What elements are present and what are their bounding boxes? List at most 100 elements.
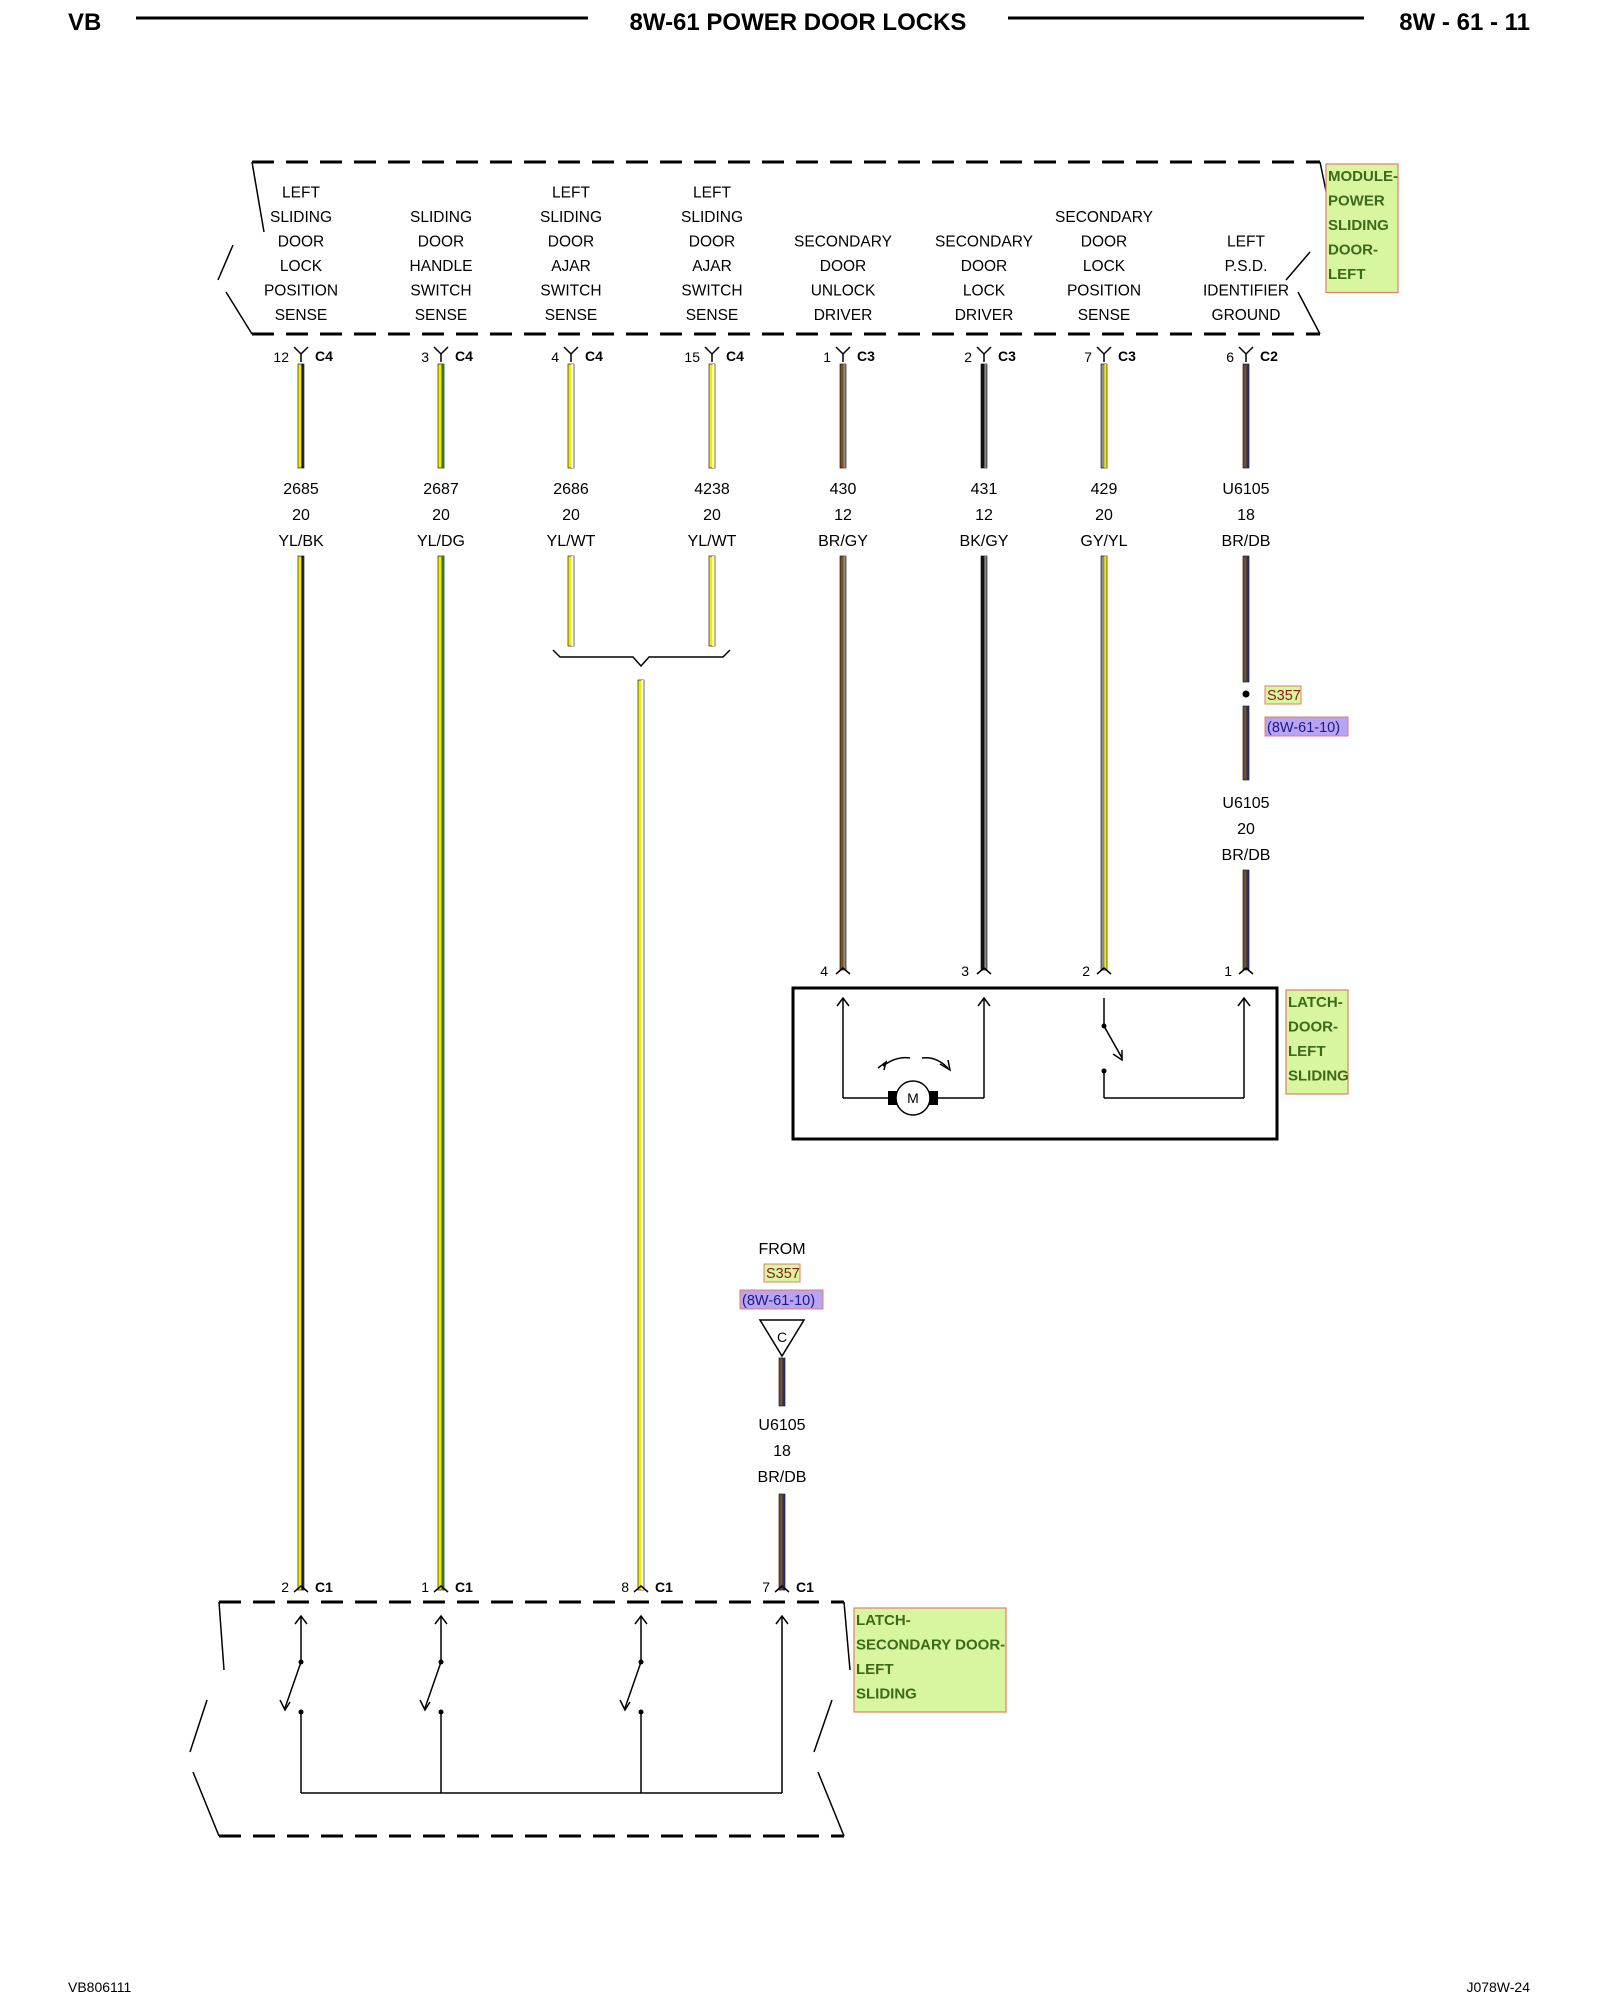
module-label-text: DOOR xyxy=(548,234,595,251)
module-pin-number: 1 xyxy=(823,349,831,365)
wire-segment xyxy=(980,555,988,971)
wire-color: YL/WT xyxy=(688,533,737,550)
motor-label: M xyxy=(907,1090,919,1106)
latch-pin-3: 3 xyxy=(961,963,969,979)
secondary-latch-switches xyxy=(279,1614,789,1794)
module-label-text: P.S.D. xyxy=(1225,258,1268,275)
module-pin-number: 15 xyxy=(684,349,700,365)
latch-secondary-door-box xyxy=(189,1600,851,1838)
latch-door-left-sliding: 4 3 2 1 M xyxy=(791,963,1279,1141)
wire-labels: 268520YL/BK268720YL/DG268620YL/WT423820Y… xyxy=(278,481,1270,550)
module-label-text: LOCK xyxy=(280,258,323,275)
module-label-text: LOCK xyxy=(963,283,1006,300)
from-connector-label: C xyxy=(777,1329,787,1345)
wire-segment xyxy=(1242,705,1250,781)
motor-icon xyxy=(895,1080,931,1116)
secondary-latch-name-line: SECONDARY DOOR- xyxy=(856,1637,1005,1654)
module-label-text: SENSE xyxy=(1078,307,1131,324)
secondary-pin-number: 2 xyxy=(281,1579,289,1595)
wire-color: YL/BK xyxy=(278,533,324,550)
module-connector-id: C4 xyxy=(585,348,603,364)
module-label-text: GROUND xyxy=(1212,307,1281,324)
wire-segment xyxy=(1100,363,1108,469)
wire-segment xyxy=(437,363,445,469)
module-label-text: POSITION xyxy=(264,283,338,300)
from-wire-gauge: 18 xyxy=(773,1443,791,1460)
module-label-text: DOOR xyxy=(418,234,465,251)
module-connector-id: C4 xyxy=(315,348,333,364)
wire-segment xyxy=(778,1357,786,1407)
wire-gauge: 20 xyxy=(703,507,721,524)
secondary-connector-id: C1 xyxy=(455,1579,473,1595)
module-label-text: DOOR xyxy=(820,258,867,275)
wire-segment xyxy=(567,555,575,647)
module-label-text: LOCK xyxy=(1083,258,1126,275)
wire-segment xyxy=(1100,555,1108,971)
wire-segment xyxy=(567,363,575,469)
module-pin-number: 2 xyxy=(964,349,972,365)
module-label-text: SECONDARY xyxy=(1055,209,1153,226)
secondary-pin-number: 1 xyxy=(421,1579,429,1595)
wire-segment xyxy=(1242,555,1250,683)
wire-segment xyxy=(1242,363,1250,469)
page-header: VB 8W-61 POWER DOOR LOCKS 8W - 61 - 11 xyxy=(68,9,1530,36)
module-label-text: SENSE xyxy=(275,307,328,324)
module-label-text: LEFT xyxy=(693,185,731,202)
module-label-text: POSITION xyxy=(1067,283,1141,300)
page-title: 8W-61 POWER DOOR LOCKS xyxy=(630,9,967,36)
module-name-line: MODULE- xyxy=(1328,168,1398,185)
wire-segment xyxy=(839,363,847,469)
wire-circuit: 431 xyxy=(971,481,998,498)
wire-segment xyxy=(297,555,305,1591)
latch-pin-2: 2 xyxy=(1082,963,1090,979)
wire-gauge: 12 xyxy=(834,507,852,524)
module-label-text: LEFT xyxy=(552,185,590,202)
module-connector-id: C4 xyxy=(455,348,473,364)
splice-s357: S357 (8W-61-10) U6105 20 BR/DB xyxy=(1222,685,1349,864)
module-name-line: SLIDING xyxy=(1328,217,1389,234)
module-pin-number: 12 xyxy=(273,349,289,365)
module-connector-id: C2 xyxy=(1260,348,1278,364)
wire-segment xyxy=(778,1493,786,1591)
secondary-pin-number: 7 xyxy=(762,1579,770,1595)
from-splice-connector: FROM S357 (8W-61-10) C U6105 18 BR/DB xyxy=(739,1241,824,1486)
from-ref-link[interactable]: (8W-61-10) xyxy=(742,1293,815,1309)
wire-color: YL/WT xyxy=(547,533,596,550)
module-label-text: UNLOCK xyxy=(811,283,876,300)
module-label-text: SLIDING xyxy=(270,209,332,226)
wire-segment-merged xyxy=(637,679,645,1591)
wire-gauge: 20 xyxy=(432,507,450,524)
splice-out-color: BR/DB xyxy=(1222,847,1271,864)
module-label-text: DRIVER xyxy=(814,307,873,324)
wire-gauge: 20 xyxy=(562,507,580,524)
latch-pin-1: 1 xyxy=(1224,963,1232,979)
module-label-text: DOOR xyxy=(1081,234,1128,251)
module-label-text: SENSE xyxy=(545,307,598,324)
module-name-line: DOOR- xyxy=(1328,242,1378,259)
module-label-text: HANDLE xyxy=(410,258,473,275)
latch-motor-circuit xyxy=(836,996,991,1099)
from-wire-circuit: U6105 xyxy=(758,1417,805,1434)
splice-ref-link[interactable]: (8W-61-10) xyxy=(1267,720,1340,736)
page-number: 8W - 61 - 11 xyxy=(1399,9,1530,36)
module-label-text: AJAR xyxy=(692,258,732,275)
wire-segment xyxy=(980,363,988,469)
module-connector-id: C4 xyxy=(726,348,744,364)
module-label-text: DOOR xyxy=(278,234,325,251)
wire-color: BK/GY xyxy=(960,533,1009,550)
footer-right: J078W-24 xyxy=(1466,1979,1530,1995)
wire-color: GY/YL xyxy=(1080,533,1127,550)
module-label-text: SLIDING xyxy=(540,209,602,226)
latch-name-line: DOOR- xyxy=(1288,1019,1338,1036)
latch-name-line: SLIDING xyxy=(1288,1068,1349,1085)
wire-segment xyxy=(437,555,445,1591)
splice-name: S357 xyxy=(1267,688,1301,704)
connector-c-icon xyxy=(758,1319,806,1358)
module-label-text: SWITCH xyxy=(410,283,471,300)
wire-gauge: 12 xyxy=(975,507,993,524)
wire-circuit: 2686 xyxy=(553,481,589,498)
wire-circuit: U6105 xyxy=(1222,481,1269,498)
